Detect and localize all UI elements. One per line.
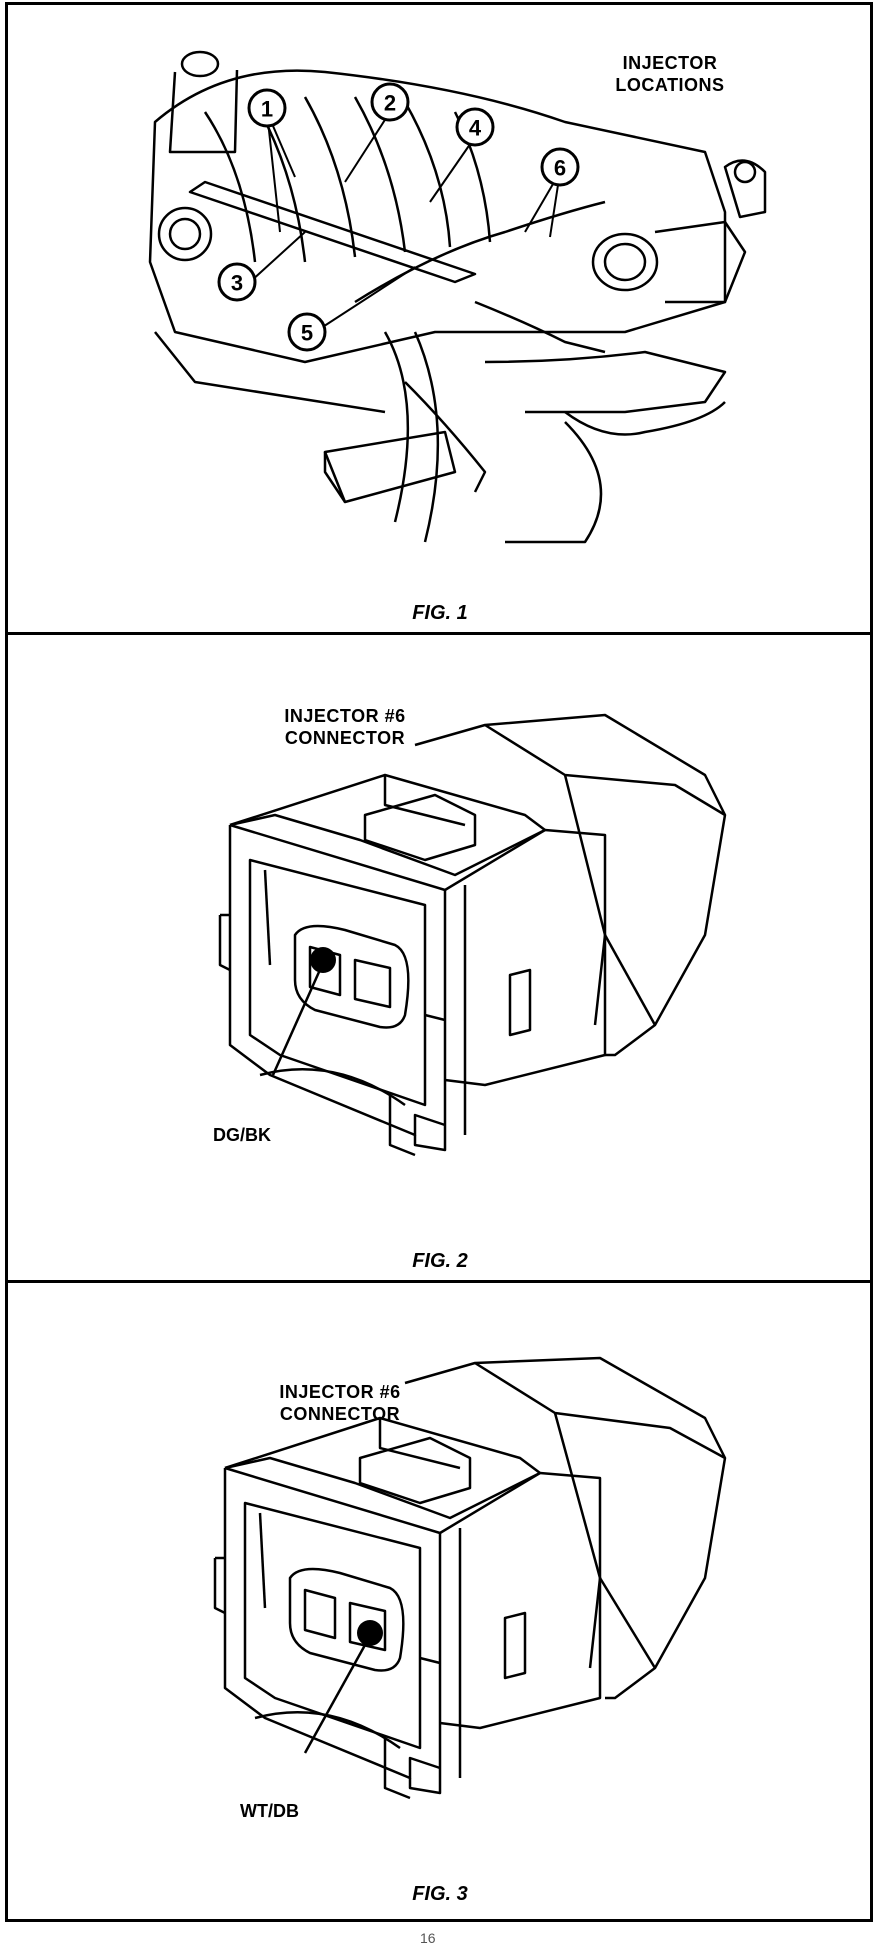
fig3-wire-label: WT/DB xyxy=(240,1801,299,1821)
callout-3: 3 xyxy=(231,271,243,296)
callout-1: 1 xyxy=(261,97,273,122)
fig1-title: INJECTOR LOCATIONS xyxy=(615,53,725,95)
connector-illustration-3 xyxy=(213,1356,727,1800)
pin-marker xyxy=(310,947,336,973)
fig2-caption: FIG. 2 xyxy=(412,1250,468,1272)
callout-4: 4 xyxy=(469,116,482,141)
divider-2 xyxy=(5,1280,873,1283)
callout-6-circle xyxy=(540,147,580,187)
callout-3-circle xyxy=(217,262,257,302)
pin-marker xyxy=(357,1620,383,1646)
callout-1-circle xyxy=(247,88,287,128)
callout-5-circle xyxy=(287,312,327,352)
callout-2-circle xyxy=(370,82,410,122)
callout-5: 5 xyxy=(301,321,313,346)
engine-illustration: 1 2 3 4 5 6 xyxy=(148,50,767,544)
fig3-title: INJECTOR #6 CONNECTOR xyxy=(279,1382,401,1424)
callout-6: 6 xyxy=(554,156,566,181)
callout-4-circle xyxy=(455,107,495,147)
figure-2-panel: INJECTOR #6 CONNECTOR DG/BK FIG. 2 xyxy=(5,635,873,1280)
connector-illustration-2 xyxy=(218,713,727,1157)
fig1-caption: FIG. 1 xyxy=(412,602,468,624)
divider-1 xyxy=(5,632,873,635)
figure-1-panel: 1 2 3 4 5 6 INJECTOR LOCATIONS FIG. 1 xyxy=(5,2,873,632)
page-number: 16 xyxy=(420,1930,436,1946)
callout-2: 2 xyxy=(384,91,396,116)
page-frame xyxy=(5,2,873,1922)
fig2-wire-label: DG/BK xyxy=(213,1125,271,1145)
figure-3-panel: INJECTOR #6 CONNECTOR WT/DB FIG. 3 xyxy=(5,1283,873,1920)
fig2-title: INJECTOR #6 CONNECTOR xyxy=(284,706,406,748)
fig3-caption: FIG. 3 xyxy=(412,1883,468,1905)
